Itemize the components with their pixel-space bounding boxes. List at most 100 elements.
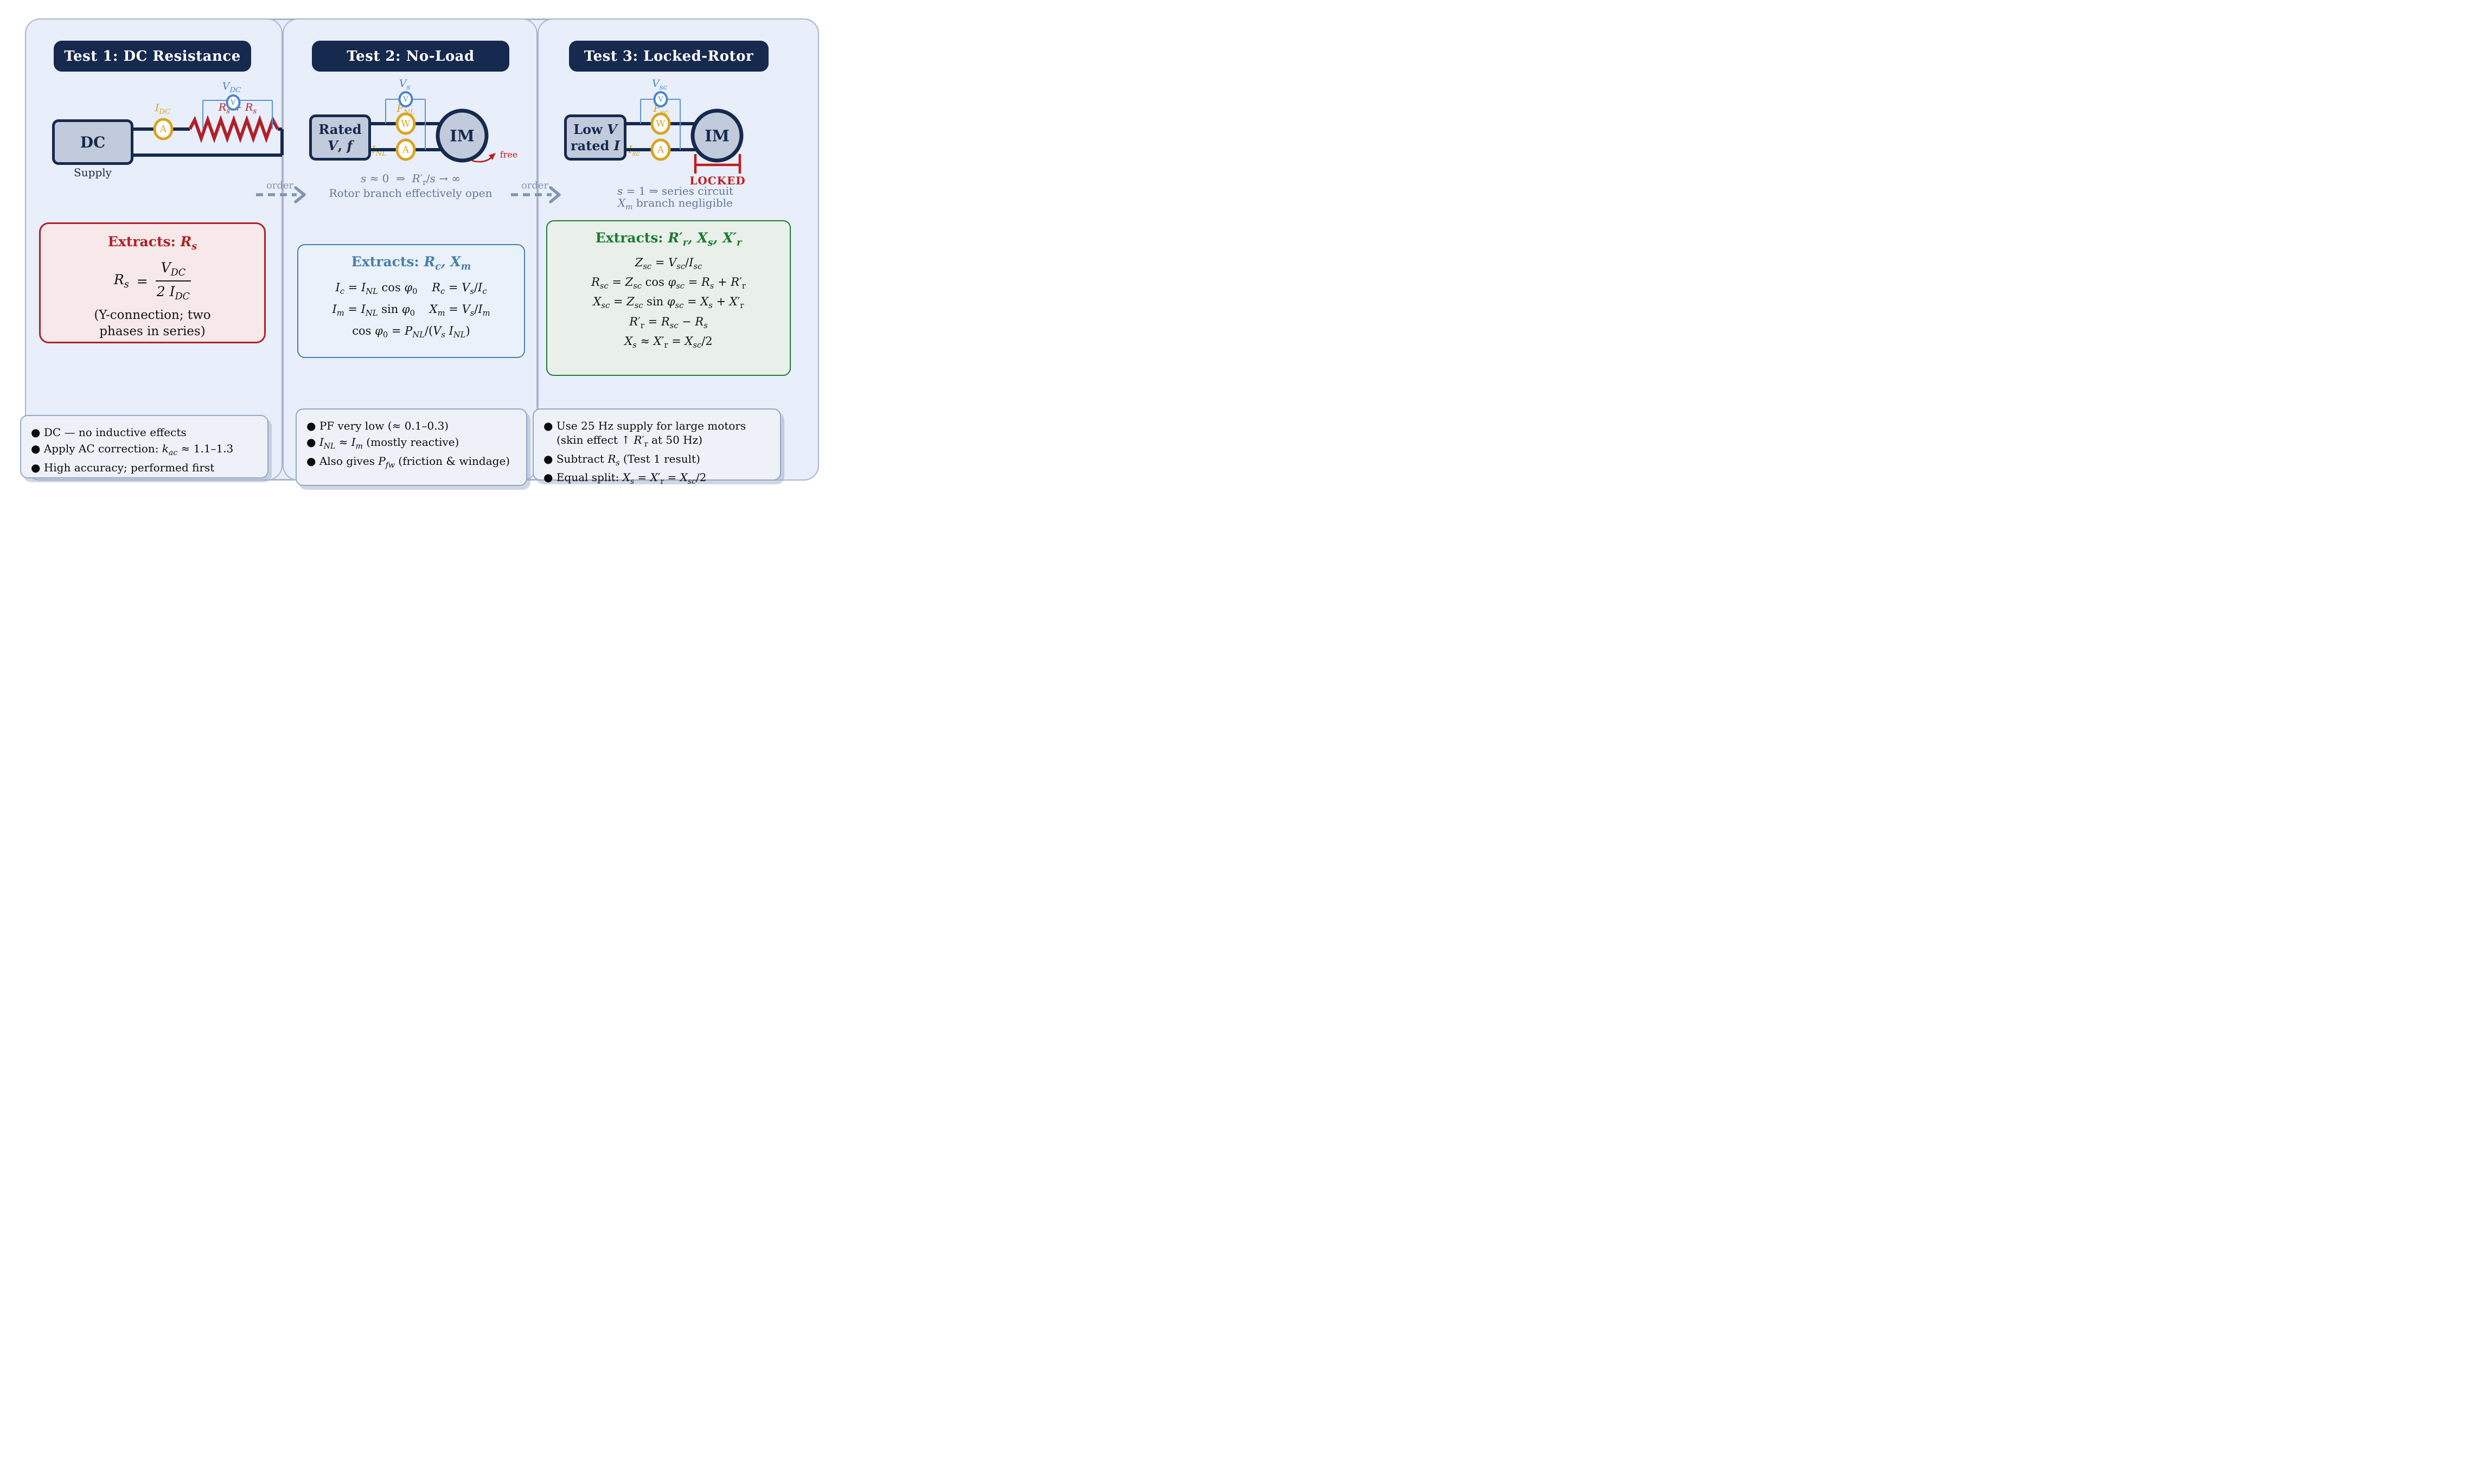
diagram-canvas: Test 1: DC Resistance Test 2: No-Load Te… — [0, 0, 838, 500]
p2-voltage-label: Vs — [399, 78, 411, 92]
p3-supply-line2: rated I — [571, 137, 620, 153]
p1-formula-eq: = — [136, 273, 148, 289]
p1-note-item: ● High accuracy; performed first — [31, 460, 258, 475]
p1-notes-list: ● DC — no inductive effects ● Apply AC c… — [31, 425, 258, 475]
p3-caption-line2: Xm branch negligible — [617, 196, 733, 212]
p2-voltmeter-letter: V — [403, 95, 408, 104]
p2-note-1: PF very low (≈ 0.1–0.3) — [319, 419, 449, 432]
bullet-icon: ● — [31, 426, 41, 439]
p2-note-item: ● PF very low (≈ 0.1–0.3) — [306, 419, 516, 433]
bullet-icon: ● — [543, 419, 553, 432]
order-label-2: order — [521, 180, 549, 191]
p3-extracts-params: R′r, Xs, X′r — [668, 230, 742, 248]
p2-note-item: ● INL ≈ Im (mostly reactive) — [306, 435, 516, 451]
p2-caption-line2: Rotor branch effectively open — [329, 187, 493, 200]
p2-voltmeter: V — [398, 91, 413, 107]
p2-induction-motor: IM — [436, 108, 489, 163]
p1-extracts-heading: Extracts: Rs — [41, 234, 264, 252]
p3-note-item: ● Equal split: Xs = X′r = Xsc/2 — [543, 470, 770, 487]
p3-eq-row1: Zsc = Vsc/Isc — [635, 256, 702, 272]
p1-supply-caption: Supply — [74, 166, 112, 179]
p3-ammeter: A — [650, 138, 671, 161]
bullet-icon: ● — [31, 442, 41, 456]
p1-note-item: ● DC — no inductive effects — [31, 425, 258, 439]
p3-extracts-heading: Extracts: R′r, Xs, X′r — [547, 230, 790, 248]
p3-im-label: IM — [705, 126, 730, 145]
p3-eq-row2: Rsc = Zsc cos φsc = Rs + R′r — [591, 276, 746, 291]
p1-formula: Rs = VDC 2 IDC — [41, 260, 264, 302]
p1-formula-denominator: 2 IDC — [156, 284, 190, 302]
p2-supply-line1: Rated — [318, 121, 362, 137]
p2-note-2: INL ≈ Im (mostly reactive) — [319, 436, 459, 451]
p3-extracts-heading-text: Extracts: — [595, 230, 663, 246]
p3-supply-line1: Low V — [573, 121, 617, 137]
p3-voltage-label: Vsc — [651, 78, 668, 92]
p1-dc-supply-box: DC — [52, 119, 133, 165]
p1-formula-lhs: Rs — [113, 272, 129, 290]
panel2-title: Test 2: No-Load — [312, 41, 509, 72]
p3-induction-motor: IM — [690, 108, 744, 163]
panel1-title-text: Test 1: DC Resistance — [64, 48, 241, 65]
p2-extracts-heading: Extracts: Rc, Xm — [298, 254, 524, 272]
p1-note-3: High accuracy; performed first — [43, 460, 215, 474]
p1-notes-box: ● DC — no inductive effects ● Apply AC c… — [20, 415, 268, 478]
p2-note-item: ● Also gives Pfw (friction & windage) — [306, 454, 516, 470]
p3-note-1: Use 25 Hz supply for large motors (skin … — [556, 419, 746, 449]
p1-note-1: DC — no inductive effects — [43, 426, 187, 439]
p2-free-label: free — [500, 149, 518, 160]
p1-formula-numerator: VDC — [155, 260, 191, 282]
p3-caption-line1: s = 1 ⇒ series circuit — [617, 184, 734, 197]
p1-ammeter: A — [153, 118, 174, 140]
p3-notes-list: ● Use 25 Hz supply for large motors (ski… — [543, 419, 770, 487]
p3-note-3: Equal split: Xs = X′r = Xsc/2 — [556, 471, 707, 487]
p2-im-label: IM — [450, 126, 475, 145]
p3-note-item: ● Subtract Rs (Test 1 result) — [543, 452, 770, 468]
p1-ammeter-letter: A — [159, 124, 167, 135]
p2-ammeter-letter: A — [402, 144, 410, 155]
p2-extracts-params: Rc, Xm — [424, 254, 471, 272]
p3-notes-box: ● Use 25 Hz supply for large motors (ski… — [533, 408, 781, 486]
p3-ammeter-letter: A — [657, 144, 664, 155]
p2-ammeter: A — [395, 138, 416, 161]
p2-current-label: INL — [372, 144, 387, 158]
p3-eq-row5: Xs ≈ X′r = Xsc/2 — [624, 334, 713, 350]
p3-voltmeter-letter: V — [658, 95, 663, 104]
p2-eq-row3: cos φ0 = PNL/(Vs INL) — [352, 324, 470, 340]
p1-extracts-box: Extracts: Rs Rs = VDC 2 IDC (Y-connectio… — [39, 222, 266, 343]
order-label-1: order — [266, 180, 294, 191]
p1-extracts-params: Rs — [180, 234, 197, 252]
p1-voltmeter-letter: V — [231, 98, 236, 107]
p1-dc-supply-label: DC — [80, 133, 106, 151]
p3-eq-row4: R′r = Rsc − Rs — [629, 315, 708, 330]
p2-caption-line1: s ≈ 0 ⇒ R′r/s → ∞ — [360, 172, 461, 187]
p1-voltmeter: V — [226, 94, 241, 111]
p2-note-3: Also gives Pfw (friction & windage) — [319, 454, 510, 470]
p3-supply-box: Low V rated I — [564, 114, 626, 161]
bullet-icon: ● — [543, 452, 553, 465]
p1-note-2: Apply AC correction: kac ≈ 1.1–1.3 — [43, 442, 234, 458]
p2-extracts-box: Extracts: Rc, Xm Ic = INL cos φ0 Rc = Vs… — [297, 244, 525, 358]
p2-notes-box: ● PF very low (≈ 0.1–0.3) ● INL ≈ Im (mo… — [296, 408, 527, 486]
panel3-title: Test 3: Locked-Rotor — [569, 41, 769, 72]
p1-voltage-label: VDC — [222, 80, 241, 94]
p3-current-label: Isc — [628, 144, 640, 158]
bullet-icon: ● — [306, 436, 316, 449]
p2-extracts-heading-text: Extracts: — [351, 254, 419, 270]
p1-current-label: IDC — [155, 102, 171, 116]
p1-extracts-heading-text: Extracts: — [107, 234, 176, 250]
bullet-icon: ● — [306, 419, 316, 432]
p2-eq-row1: Ic = INL cos φ0 Rc = Vs/Ic — [335, 281, 487, 297]
panel1-title: Test 1: DC Resistance — [54, 41, 251, 72]
p2-wattmeter-letter: W — [401, 118, 411, 129]
p2-eq-row2: Im = INL sin φ0 Xm = Vs/Im — [332, 303, 490, 318]
p3-note-item: ● Use 25 Hz supply for large motors (ski… — [543, 419, 770, 450]
p3-locked-label: LOCKED — [689, 174, 746, 187]
p3-note-2: Subtract Rs (Test 1 result) — [556, 452, 700, 468]
p3-eq-row3: Xsc = Zsc sin φsc = Xs + X′r — [593, 295, 744, 311]
p2-wattmeter: W — [395, 112, 416, 135]
p2-notes-list: ● PF very low (≈ 0.1–0.3) ● INL ≈ Im (mo… — [306, 419, 516, 470]
p1-formula-fraction: VDC 2 IDC — [155, 260, 191, 302]
bullet-icon: ● — [543, 471, 553, 484]
panel3-title-text: Test 3: Locked-Rotor — [584, 48, 754, 65]
